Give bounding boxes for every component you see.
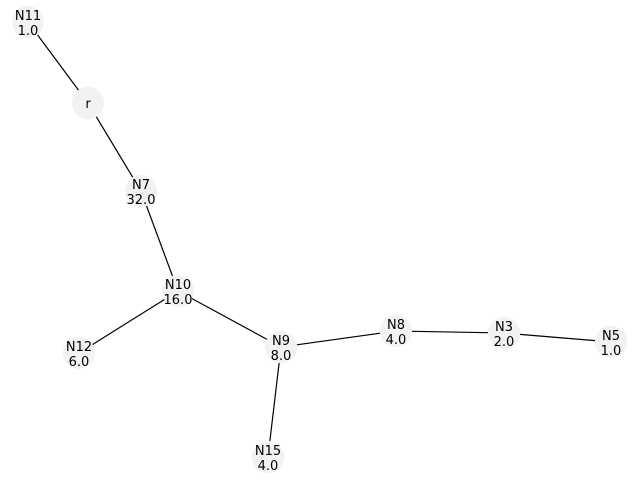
edge-n10-n12 (92, 298, 165, 346)
node-label: N12 (66, 340, 92, 355)
node-value: 4.0 (258, 459, 279, 474)
node-label: N5 (602, 329, 620, 344)
edge-n3-n5 (519, 333, 596, 342)
node-label: N8 (387, 318, 405, 333)
nodes-layer: N111.0rN732.0N1016.0N126.0N98.0N154.0N84… (12, 6, 627, 474)
node-value: 1.0 (601, 344, 622, 359)
node-r: r (72, 87, 104, 119)
node-value: 16.0 (164, 293, 193, 308)
edge-r-n7 (95, 116, 134, 178)
node-n3: N32.0 (488, 317, 520, 350)
edge-n8-n3 (411, 330, 489, 334)
node-circle (488, 317, 520, 349)
node-circle (63, 337, 95, 369)
edge-n7-n10 (145, 205, 174, 277)
node-label: N3 (495, 320, 513, 335)
node-circle (72, 87, 104, 119)
node-circle (162, 275, 194, 307)
node-circle (265, 331, 297, 363)
node-circle (12, 6, 44, 38)
node-circle (252, 441, 284, 473)
node-label: N9 (272, 334, 290, 349)
edge-n11-r (37, 34, 79, 91)
node-n8: N84.0 (380, 315, 412, 348)
node-value: 32.0 (127, 193, 156, 208)
edge-n10-n9 (191, 298, 268, 340)
node-circle (125, 175, 157, 207)
node-label: N7 (132, 178, 150, 193)
node-value: 1.0 (18, 24, 39, 39)
node-label: r (85, 97, 91, 112)
node-value: 6.0 (69, 355, 90, 370)
node-label: N15 (255, 444, 281, 459)
node-n5: N51.0 (595, 326, 627, 359)
node-value: 2.0 (494, 335, 515, 350)
edge-n9-n15 (269, 362, 280, 442)
edge-n9-n8 (296, 332, 381, 346)
node-value: 4.0 (386, 333, 407, 348)
edges-layer (37, 34, 596, 442)
node-value: 8.0 (271, 349, 292, 364)
node-circle (595, 326, 627, 358)
node-label: N11 (15, 9, 41, 24)
node-circle (380, 315, 412, 347)
node-label: N10 (165, 278, 191, 293)
node-n9: N98.0 (265, 331, 297, 364)
